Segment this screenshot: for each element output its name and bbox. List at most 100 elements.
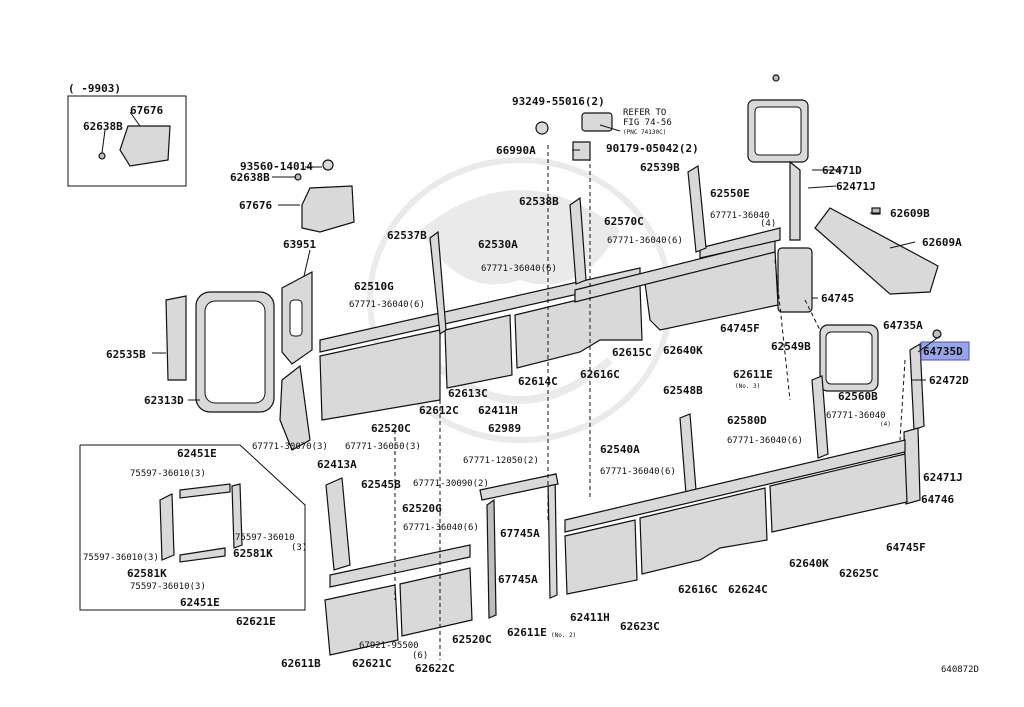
label-62581K: 62581K [127, 567, 167, 580]
label-qty-4: (4) [880, 421, 891, 428]
label-62611B: 62611B [281, 657, 321, 670]
part-panel-62623C [564, 519, 638, 595]
label-93560: 93560-14014 [240, 160, 313, 173]
part-panel-62622C [399, 567, 473, 637]
label-62616C: 62616C [678, 583, 718, 596]
label-67676: 67676 [239, 199, 272, 212]
label-62451E: 62451E [177, 447, 217, 460]
label-62613C: 62613C [448, 387, 488, 400]
part-62520G-strip [329, 544, 471, 588]
label-62472D: 62472D [929, 374, 969, 387]
label-refer: REFER TO [623, 108, 666, 118]
part-refer-bracket [581, 112, 613, 132]
label-67771-12050: 67771-12050(2) [463, 456, 539, 466]
label-62537B: 62537B [387, 229, 427, 242]
label-62471D: 62471D [822, 164, 862, 177]
label-62623C: 62623C [620, 620, 660, 633]
part-62539B [687, 164, 707, 253]
label-62625C: 62625C [839, 567, 879, 580]
label-62611E: 62611E [507, 626, 547, 639]
label-62609B: 62609B [890, 207, 930, 220]
label-62550E: 62550E [710, 187, 750, 200]
label-no2: (No. 2) [551, 632, 576, 639]
part-64745 [777, 247, 813, 313]
label-62614C: 62614C [518, 375, 558, 388]
label-62520G: 62520G [402, 502, 442, 515]
leader-lines [152, 124, 941, 401]
clip-icon [932, 329, 942, 339]
clip-62609B [871, 207, 881, 215]
screw-icon [322, 159, 334, 171]
label-64735A: 64735A [883, 319, 923, 332]
label-67771-36040: 67771-36040 [826, 411, 886, 421]
label-75597-36010: 75597-36010(3) [130, 582, 206, 592]
part-66990A [572, 141, 591, 161]
label-qty-3: (3) [291, 543, 307, 553]
part-panel-62621C [324, 584, 399, 656]
part-62609A [814, 207, 939, 295]
part-62550E [699, 227, 781, 259]
part-67745A-b [547, 472, 558, 599]
label-62530A: 62530A [478, 238, 518, 251]
screw-icon [535, 121, 549, 135]
label-62624C: 62624C [728, 583, 768, 596]
part-62989 [479, 473, 559, 501]
highlight-64735D[interactable] [920, 341, 970, 361]
part-labels: 67676 62638B 93560-14014 62638B 67676 93… [83, 95, 979, 675]
label-62640K: 62640K [789, 557, 829, 570]
part-62545B [325, 477, 351, 571]
label-90179: 90179-05042(2) [606, 142, 699, 155]
label-93249: 93249-55016(2) [512, 95, 605, 108]
label-64745F: 64745F [720, 322, 760, 335]
part-67676-bracket [301, 185, 355, 233]
label-62411H: 62411H [478, 404, 518, 417]
label-no3: (No. 3) [735, 383, 760, 390]
label-67771-36040-6: 67771-36040(6) [349, 300, 425, 310]
label-64735D: 64735D [923, 345, 963, 358]
label-62638B: 62638B [230, 171, 270, 184]
label-64746: 64746 [921, 493, 954, 506]
label-67676: 67676 [130, 104, 163, 117]
clip-icon [772, 74, 780, 82]
label-qty-4: (4) [760, 219, 776, 229]
label-62539B: 62539B [640, 161, 680, 174]
part-62451E-side [159, 493, 175, 561]
label-64745: 64745 [821, 292, 854, 305]
label-67771-36050: 67771-36050(3) [345, 442, 421, 452]
part-62537B [429, 230, 447, 336]
label-62413A: 62413A [317, 458, 357, 471]
label-67771-36040-6: 67771-36040(6) [600, 467, 676, 477]
label-62471J: 62471J [923, 471, 963, 484]
label-62560B: 62560B [838, 390, 878, 403]
part-62413A [279, 364, 311, 451]
clip-icon [98, 152, 106, 160]
label-62545B: 62545B [361, 478, 401, 491]
label-refer-pnc: (PNC 74130C) [623, 129, 666, 136]
label-refer-fig: FIG 74-56 [623, 118, 672, 128]
part-62540A-strip [564, 439, 906, 533]
part-panel-62624C [639, 487, 768, 575]
label-67921-95500: 67921-95500 [359, 641, 419, 651]
label-62640K: 62640K [663, 344, 703, 357]
label-62615C: 62615C [612, 346, 652, 359]
label-62520C: 62520C [371, 422, 411, 435]
label-62471J: 62471J [836, 180, 876, 193]
label-62535B: 62535B [106, 348, 146, 361]
part-62581K [231, 483, 243, 549]
label-62548B: 62548B [663, 384, 703, 397]
part-62538B [569, 196, 587, 285]
label-62616C: 62616C [580, 368, 620, 381]
label-62540A: 62540A [600, 443, 640, 456]
label-62638B: 62638B [83, 120, 123, 133]
inset-box-bottom [79, 444, 306, 611]
label-qty-6: (6) [412, 651, 428, 661]
label-62549B: 62549B [771, 340, 811, 353]
label-62609A: 62609A [922, 236, 962, 249]
label-75597-36010: 75597-36010(3) [83, 553, 159, 563]
label-62581K: 62581K [233, 547, 273, 560]
label-66990A: 66990A [496, 144, 536, 157]
label-75597-36010: 75597-36010(3) [130, 469, 206, 479]
label-67771-30090: 67771-30090(2) [413, 479, 489, 489]
